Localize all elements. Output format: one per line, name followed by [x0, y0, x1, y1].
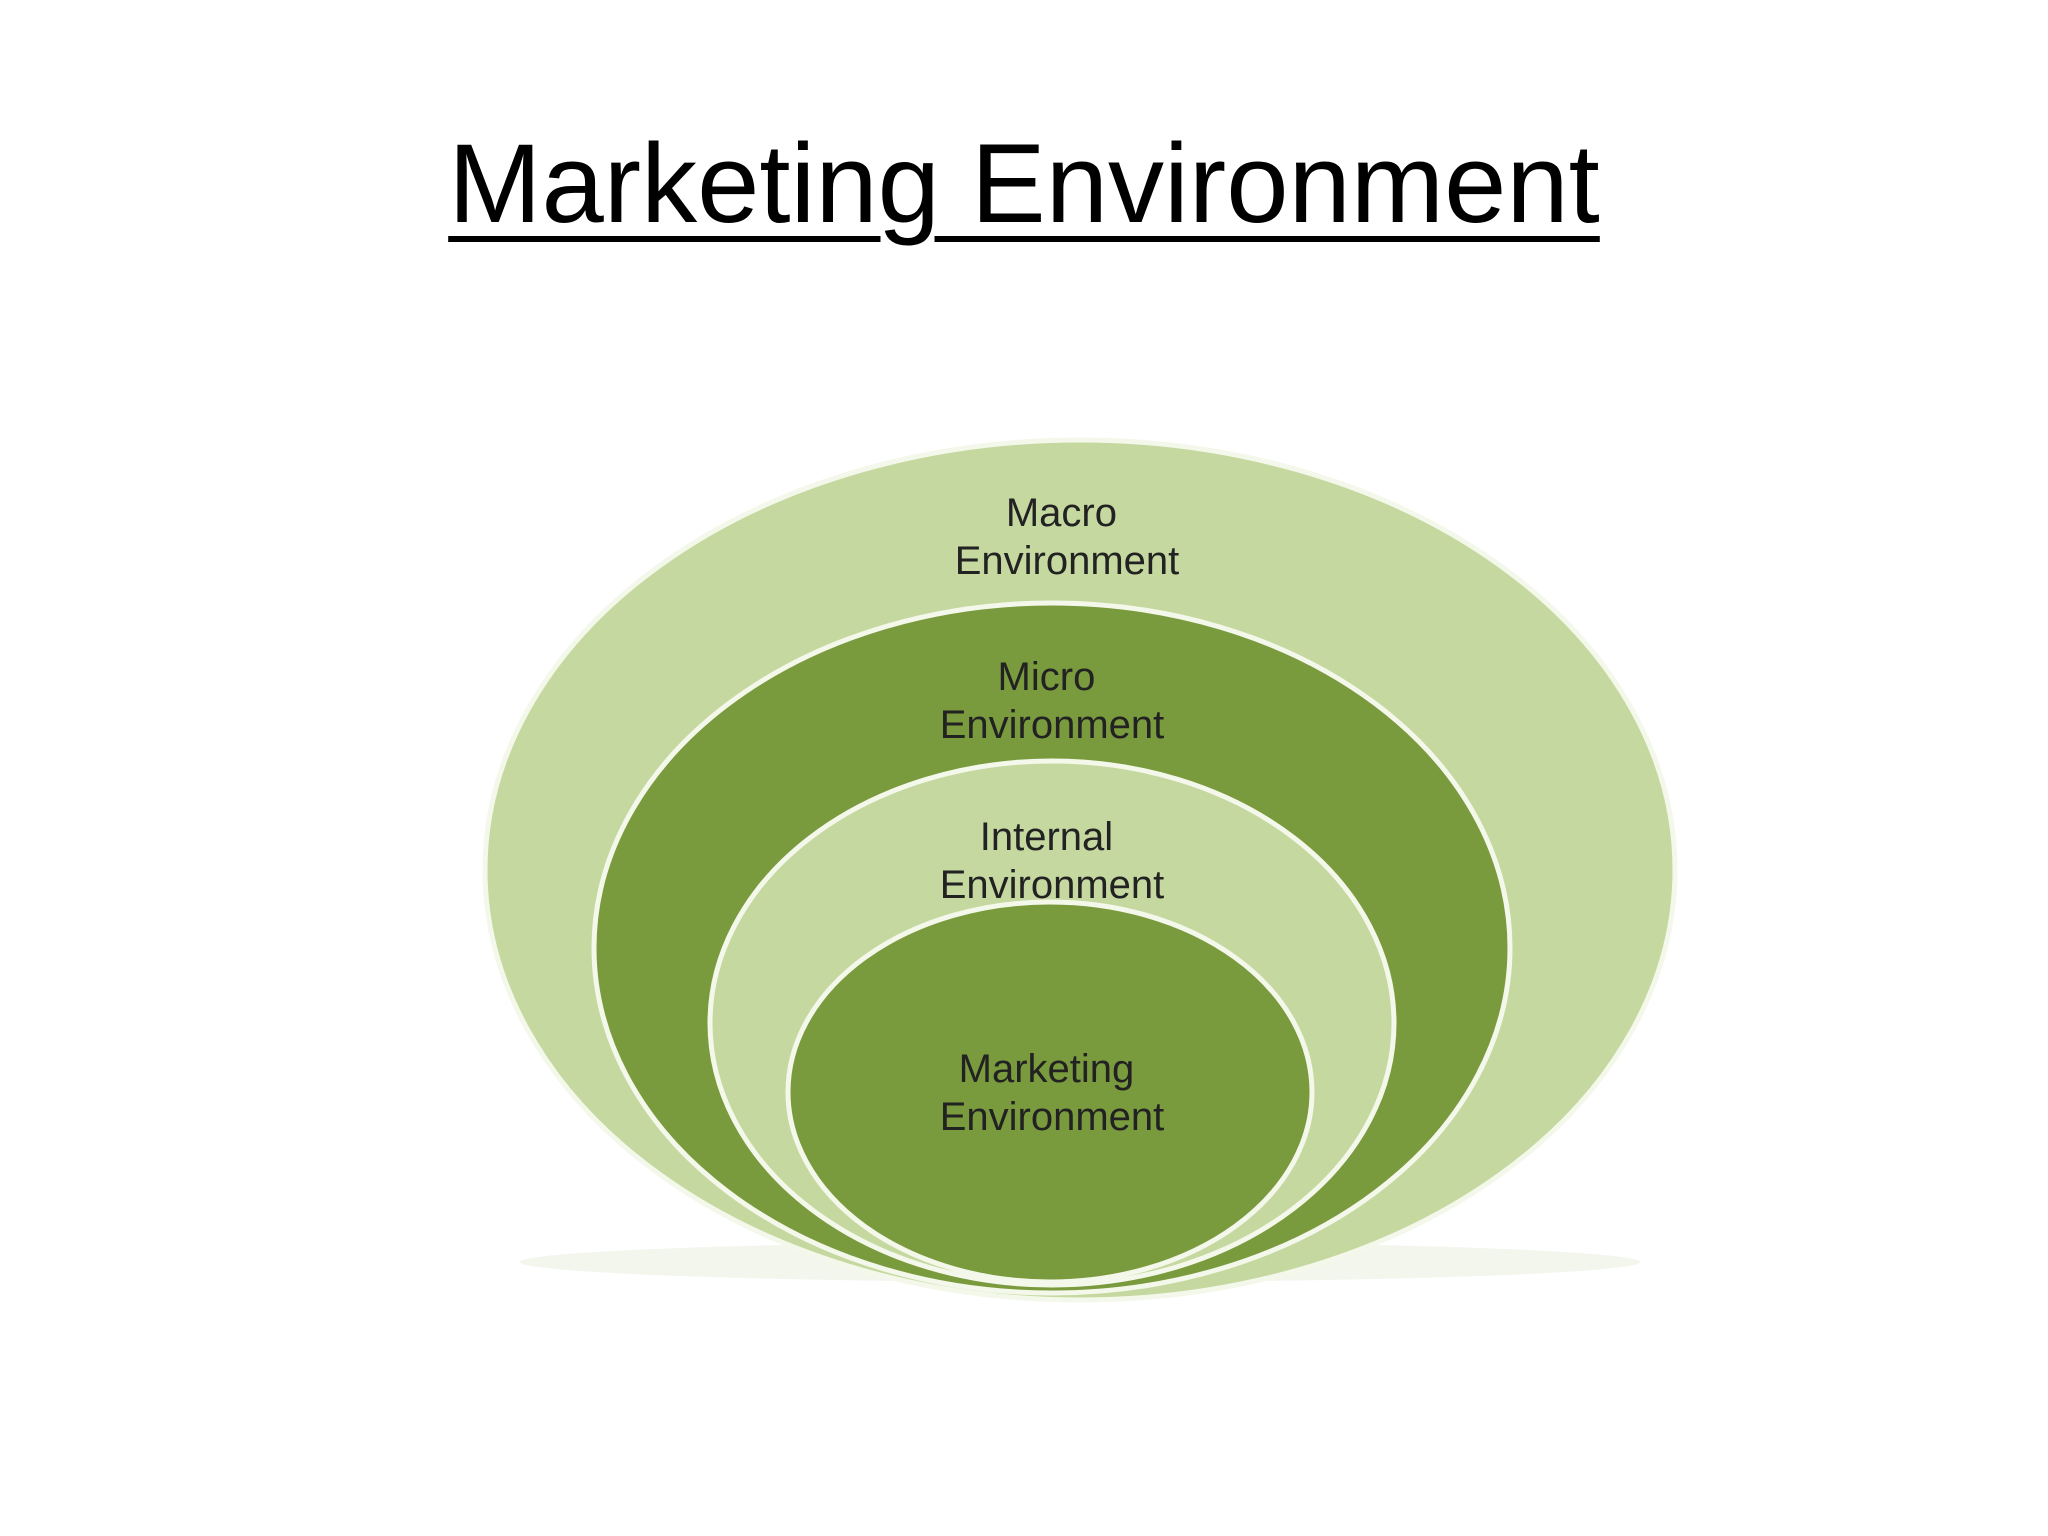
- macro-environment-label: Macro Environment: [955, 491, 1180, 583]
- slide-title: Marketing Environment: [448, 121, 1600, 246]
- micro-label-line1: Micro: [998, 655, 1096, 699]
- layer-marketing: Marketing Environment: [785, 899, 1315, 1285]
- marketing-environment-core: [785, 899, 1315, 1285]
- macro-label-line1: Macro: [1006, 491, 1117, 535]
- macro-label-line2: Environment: [955, 539, 1180, 583]
- marketing-label-line1: Marketing: [959, 1047, 1135, 1091]
- marketing-environment-label: Marketing Environment: [940, 1047, 1165, 1139]
- micro-label-line2: Environment: [940, 703, 1165, 747]
- internal-label-line1: Internal: [980, 815, 1113, 859]
- micro-environment-label: Micro Environment: [940, 655, 1165, 747]
- marketing-label-line2: Environment: [940, 1095, 1165, 1139]
